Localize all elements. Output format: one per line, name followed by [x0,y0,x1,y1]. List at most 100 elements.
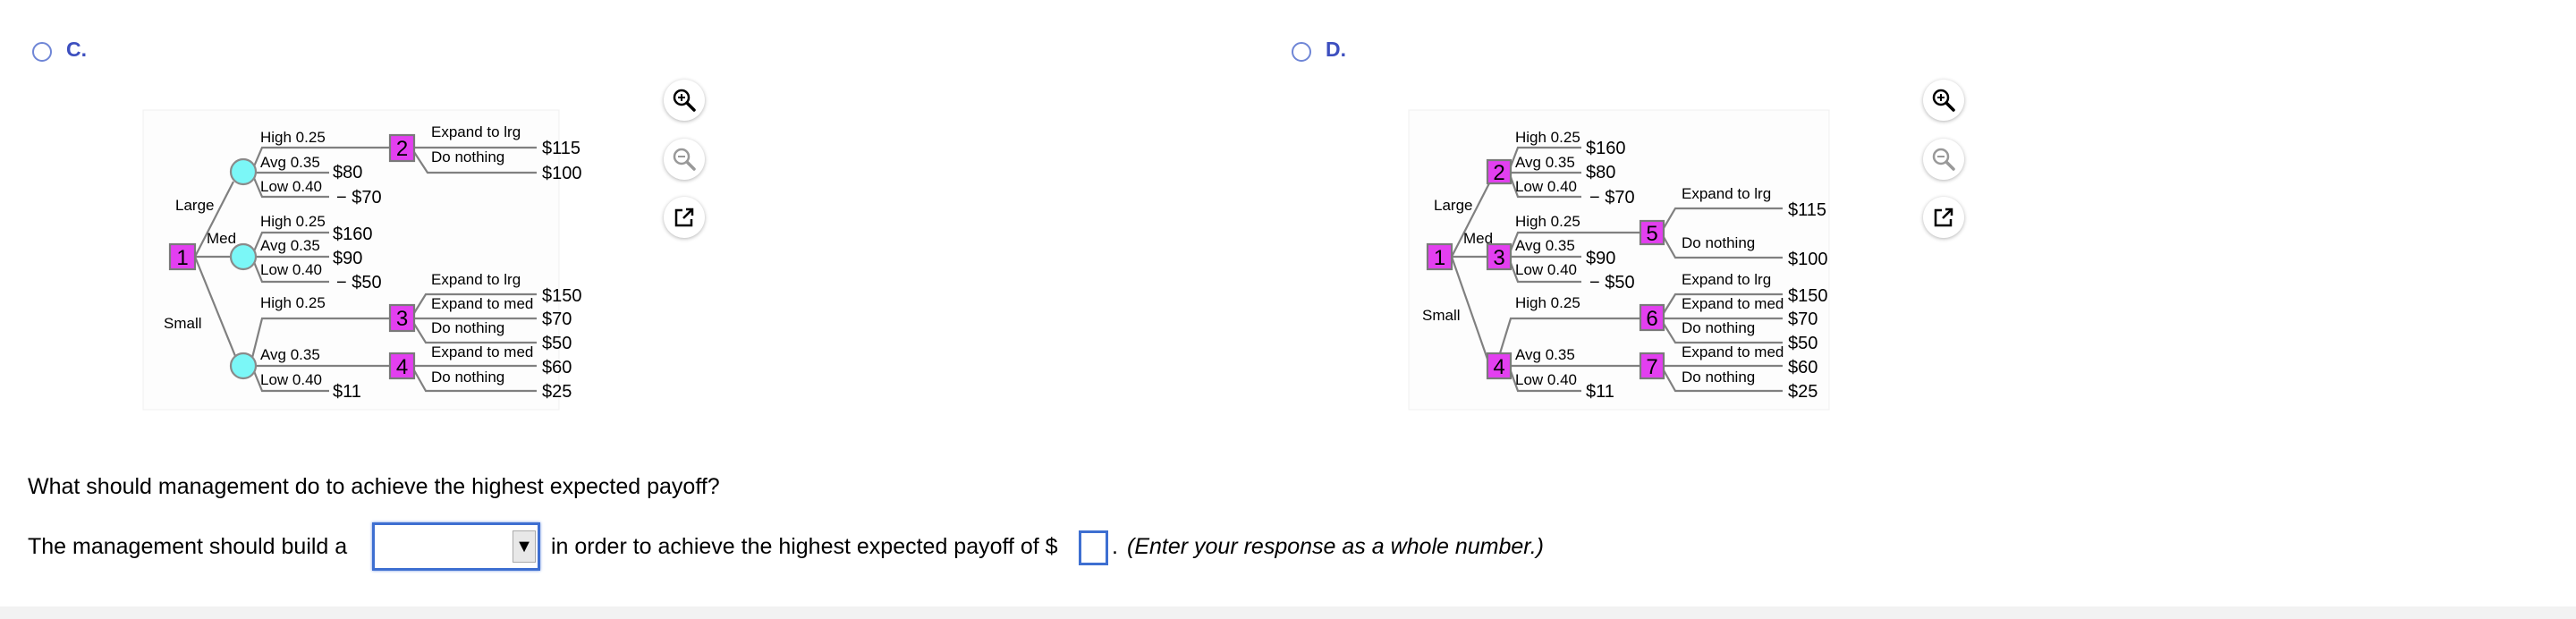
option-label: Expand to lrg [431,271,521,288]
outcome-label: Avg 0.35 [1515,237,1575,254]
decision-node-6 [1639,303,1665,332]
zoom-out-icon [1932,148,1955,171]
node-number: 2 [396,137,408,161]
branch-label: Small [164,315,202,332]
zoom-out-icon [673,148,696,171]
chance-node [229,352,258,380]
option-d-radio[interactable] [1292,42,1311,62]
outcome-label: Low 0.40 [260,261,322,278]
chance-node [229,242,258,271]
footer-bar [0,606,2576,619]
decision-node-4 [388,352,416,380]
decision-trees: 1 2 3 4 Large Med Small High 0.25 Avg 0.… [142,109,1830,411]
option-label: Expand to med [1682,343,1784,360]
branch-label: Large [1434,197,1472,214]
zoom-in-icon [1932,89,1955,112]
node-number: 3 [396,307,408,331]
payoff: − $70 [336,188,382,208]
tree-c: 1 2 3 4 Large Med Small High 0.25 Avg 0.… [142,109,582,411]
payoff: $90 [333,249,362,268]
decision-node-1 [168,242,197,271]
option-c-radio[interactable] [32,42,52,62]
branch-label: Med [207,230,236,247]
tree-line [1450,146,1783,393]
payoff: − $70 [1589,188,1635,208]
payoff: $11 [1586,382,1614,402]
option-c-label: C. [66,38,87,61]
outcome-label: Avg 0.35 [260,154,320,171]
chance-node [229,157,258,186]
outcome-label: High 0.25 [260,129,326,146]
payoff: $25 [542,382,572,402]
option-label: Do nothing [431,148,504,165]
open-external-button[interactable] [664,197,705,238]
outcome-label: Avg 0.35 [1515,346,1575,363]
outcome-label: High 0.25 [1515,129,1580,146]
sentence-end: . [1112,534,1118,559]
zoom-in-button[interactable] [664,80,705,121]
payoff: − $50 [336,273,382,293]
payoff: $25 [1788,382,1818,402]
payoff: $160 [1586,139,1626,158]
open-external-icon [674,208,694,227]
option-label: Expand to med [1682,295,1784,312]
outcome-label: Avg 0.35 [260,237,320,254]
option-d-label: D. [1326,38,1346,61]
outcome-label: Low 0.40 [1515,261,1577,278]
option-label: Do nothing [1682,234,1755,251]
option-label: Do nothing [1682,369,1755,386]
payoff: $70 [542,310,572,329]
branch-label: Small [1422,307,1461,324]
node-number: 7 [1646,355,1657,379]
option-label: Expand to med [431,343,533,360]
node-number: 4 [1493,355,1504,379]
building-size-select[interactable]: ▼ [372,522,540,571]
decision-node-4 [1486,352,1513,380]
outcome-label: Avg 0.35 [1515,154,1575,171]
zoom-out-button[interactable] [1923,139,1964,180]
payoff: $150 [542,286,582,306]
branch-label: Med [1463,230,1493,247]
node-number: 1 [176,246,188,270]
expected-payoff-input[interactable] [1079,530,1108,565]
node-number: 5 [1646,222,1657,246]
node-number: 3 [1493,246,1504,270]
outcome-label: Low 0.40 [1515,371,1577,388]
payoff: $50 [542,334,572,353]
decision-node-1 [1426,242,1453,271]
node-number: 4 [396,355,408,379]
decision-node-7 [1639,352,1665,380]
tree-d-panel [1408,109,1830,411]
payoff: $115 [542,139,580,158]
outcome-label: High 0.25 [260,294,326,311]
tree-line [193,146,537,393]
payoff: $80 [1586,163,1615,182]
payoff: $70 [1788,310,1818,329]
option-label: Expand to lrg [1682,185,1771,202]
outcome-label: Avg 0.35 [260,346,320,363]
tree-c-panel [142,109,560,411]
payoff: $50 [1788,334,1818,353]
payoff: $60 [1788,358,1818,377]
payoff: $100 [542,164,582,183]
payoff: $115 [1788,200,1826,220]
payoff: $11 [333,382,361,402]
dropdown-arrow-icon[interactable]: ▼ [513,530,536,563]
payoff: $60 [542,358,572,377]
question-prompt: What should management do to achieve the… [28,474,720,499]
open-external-icon [1934,208,1953,227]
payoff: − $50 [1589,273,1635,293]
option-label: Expand to lrg [431,123,521,140]
payoff: $100 [1788,250,1828,269]
option-label: Do nothing [1682,319,1755,336]
zoom-out-button[interactable] [664,139,705,180]
payoff: $80 [333,163,362,182]
open-external-button[interactable] [1923,197,1964,238]
decision-node-3 [1486,242,1513,271]
node-number: 2 [1493,161,1504,185]
hint-text: (Enter your response as a whole number.) [1127,534,1544,559]
decision-node-3 [388,303,416,333]
option-label: Expand to med [431,295,533,312]
zoom-in-button[interactable] [1923,80,1964,121]
tree-d: 1 2 3 4 5 6 7 Large Med Small High 0.25 … [1408,109,1830,411]
